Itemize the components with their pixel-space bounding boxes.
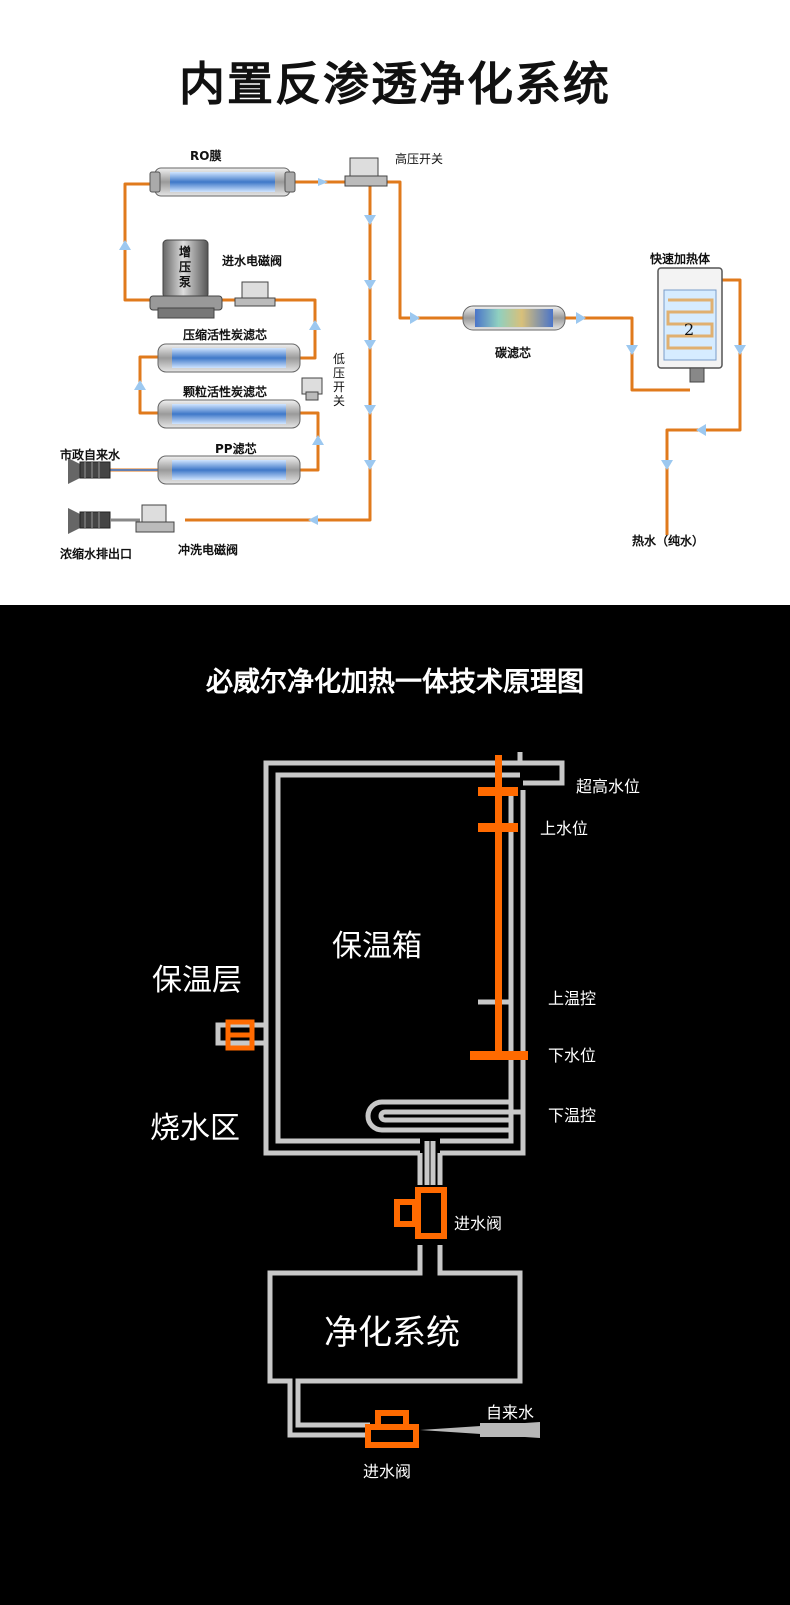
inlet-valve-label: 进水电磁阀 [222, 254, 283, 268]
carbon-filter-label: 碳滤芯 [495, 346, 532, 360]
compressed-carbon-filter [157, 343, 301, 373]
insulated-tank-label: 保温箱 [332, 929, 422, 964]
overflow-pipe [520, 760, 565, 786]
high-pressure-switch-label: 高压开关 [395, 152, 444, 166]
fast-heater [657, 267, 723, 383]
hot-water-label: 热水（纯水） [632, 534, 705, 548]
upper-level-label: 上水位 [540, 819, 589, 838]
inlet-valve-2 [365, 1410, 419, 1448]
principle-diagram [215, 752, 565, 1448]
ro-system-diagram [68, 157, 746, 535]
concentrate-outlet-label: 浓缩水排出口 [60, 547, 133, 561]
carbon-post-filter [462, 305, 566, 331]
flush-solenoid-valve [135, 504, 175, 533]
ro-membrane [149, 167, 296, 197]
insulation-stub [215, 1022, 266, 1046]
super-high-level-label: 超高水位 [576, 777, 641, 796]
insulation-valve [225, 1019, 255, 1051]
ro-system-title: 内置反渗透净化系统 [179, 57, 611, 111]
tank-outer-wall [263, 752, 523, 1156]
inlet-valve-1-label: 进水阀 [454, 1214, 503, 1233]
principle-section: 必威尔净化加热一体技术原理图 [0, 605, 790, 1605]
ro-membrane-label: RO膜 [190, 149, 222, 163]
booster-pump-label: 增压泵 [178, 245, 191, 289]
low-pressure-switch [301, 377, 323, 401]
purification-system-label: 净化系统 [324, 1313, 460, 1353]
ro-system-section: 内置反渗透净化系统 [0, 0, 790, 605]
inlet-solenoid-valve [234, 281, 276, 307]
concentrate-outlet-fitting [68, 508, 140, 534]
compressed-carbon-label: 压缩活性炭滤芯 [183, 328, 268, 342]
inlet-valve-1 [394, 1187, 447, 1239]
upper-temp-control-label: 上温控 [548, 989, 597, 1008]
fast-heater-label: 快速加热体 [650, 252, 711, 266]
granular-carbon-label: 颗粒活性炭滤芯 [183, 385, 268, 399]
granular-carbon-filter [157, 399, 301, 429]
tank-inner-wall [275, 772, 520, 1144]
principle-title: 必威尔净化加热一体技术原理图 [206, 667, 584, 698]
insulation-layer-label: 保温层 [152, 963, 242, 998]
low-pressure-switch-label: 低压开关 [332, 352, 345, 408]
lower-level-label: 下水位 [548, 1046, 597, 1065]
flow-arrows [119, 178, 746, 525]
pp-filter-label: PP滤芯 [215, 442, 257, 456]
heater-number: 2 [684, 320, 695, 339]
level-probe [470, 755, 528, 1060]
municipal-water-label: 市政自来水 [60, 448, 121, 462]
heating-zone-label: 烧水区 [150, 1111, 240, 1146]
tank-inner-wall-right [440, 790, 514, 1144]
heating-coil [365, 1099, 511, 1133]
inlet-valve-2-label: 进水阀 [363, 1462, 412, 1481]
municipal-inlet-fitting [68, 458, 111, 484]
tap-water-label: 自来水 [486, 1403, 535, 1422]
high-pressure-switch [344, 157, 388, 187]
flush-valve-label: 冲洗电磁阀 [178, 543, 239, 557]
tank-outer-wall-right [440, 790, 526, 1156]
booster-pump [149, 239, 223, 319]
lower-temp-control-label: 下温控 [548, 1106, 597, 1125]
pp-filter [157, 455, 301, 485]
